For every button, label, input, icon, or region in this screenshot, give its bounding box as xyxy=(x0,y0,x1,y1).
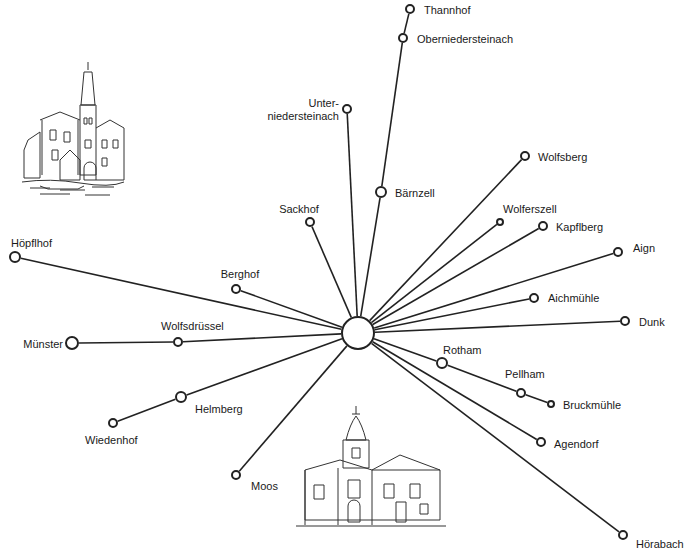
place-circle: Dunk xyxy=(620,316,630,326)
road-line xyxy=(374,339,436,361)
road-line xyxy=(526,395,548,403)
place-name: Wolfsberg xyxy=(537,151,588,164)
road-line xyxy=(373,229,539,325)
place-name: Agendorf xyxy=(553,438,600,451)
place-circle: Oberniedersteinach xyxy=(398,33,408,43)
place-name: Bärnzell xyxy=(394,187,436,200)
place-circle: Wiedenhof xyxy=(108,418,118,428)
place-name: Wolferszell xyxy=(502,203,558,216)
place-name: Helmberg xyxy=(194,403,244,416)
road-line xyxy=(239,346,347,471)
place-name: Berghof xyxy=(220,268,261,281)
place-name: Wiedenhof xyxy=(84,434,139,447)
place-circle: Sackhof xyxy=(305,217,315,227)
place-circle: Bärnzell xyxy=(375,186,387,198)
place-circle: Rotham xyxy=(436,357,448,369)
place-circle: Münster xyxy=(65,336,79,350)
place-name: Hörabach xyxy=(635,538,685,551)
place-circle: Bruckmühle xyxy=(547,400,555,408)
road-line xyxy=(373,342,537,440)
place-name: Aign xyxy=(632,242,656,255)
place-circle: Pellham xyxy=(516,388,526,398)
road-line xyxy=(382,43,402,186)
place-name: Sackhof xyxy=(278,203,320,216)
place-name: Moos xyxy=(250,480,279,493)
place-circle: Wolfsberg xyxy=(520,151,530,161)
place-name: Bruckmühle xyxy=(562,399,622,412)
church-sketch-bottom xyxy=(296,406,446,526)
road-line xyxy=(371,224,496,322)
place-name: Oberniedersteinach xyxy=(416,33,514,46)
road-line xyxy=(375,321,620,332)
place-name: Rotham xyxy=(442,344,483,357)
road-line xyxy=(372,343,620,532)
place-circle: Hörabach xyxy=(618,530,628,540)
place-name: Pellham xyxy=(504,368,546,381)
place-circle: Unter- niedersteinach xyxy=(342,104,352,114)
road-line xyxy=(361,198,380,316)
place-circle: Thannhof xyxy=(405,4,415,14)
church-sketch-top xyxy=(22,62,124,195)
road-line xyxy=(241,291,342,328)
road-line xyxy=(404,14,409,33)
road-line xyxy=(347,114,357,316)
place-circle: Agendorf xyxy=(536,437,546,447)
place-name: Thannhof xyxy=(423,4,471,17)
place-name: Kapflberg xyxy=(555,221,604,234)
place-name: Unter- niedersteinach xyxy=(254,97,340,123)
road-line xyxy=(21,258,342,329)
place-name: Dunk xyxy=(638,316,666,329)
place-name: Aichmühle xyxy=(547,292,600,305)
place-circle: Aichmühle xyxy=(529,293,539,303)
place-name: Wolfsdrüssel xyxy=(160,320,225,333)
place-circle: Höpflhof xyxy=(9,251,21,263)
place-circle: Aign xyxy=(613,247,623,257)
place-circle: Kapflberg xyxy=(538,221,548,231)
road-line xyxy=(375,299,529,330)
place-circle: Helmberg xyxy=(175,391,187,403)
road-line xyxy=(79,341,173,343)
place-circle: Moos xyxy=(231,470,241,480)
place-name: Münster xyxy=(22,338,64,351)
road-line xyxy=(118,399,176,421)
place-circle: Wolferszell xyxy=(496,218,504,226)
road-line xyxy=(187,339,342,395)
road-line xyxy=(370,160,522,321)
road-line xyxy=(312,227,351,318)
road-line xyxy=(183,334,341,342)
road-line xyxy=(374,253,613,327)
center-circle xyxy=(341,316,375,350)
place-name: Höpflhof xyxy=(10,237,53,250)
place-circle: Wolfsdrüssel xyxy=(173,337,183,347)
place-circle: Berghof xyxy=(231,284,241,294)
